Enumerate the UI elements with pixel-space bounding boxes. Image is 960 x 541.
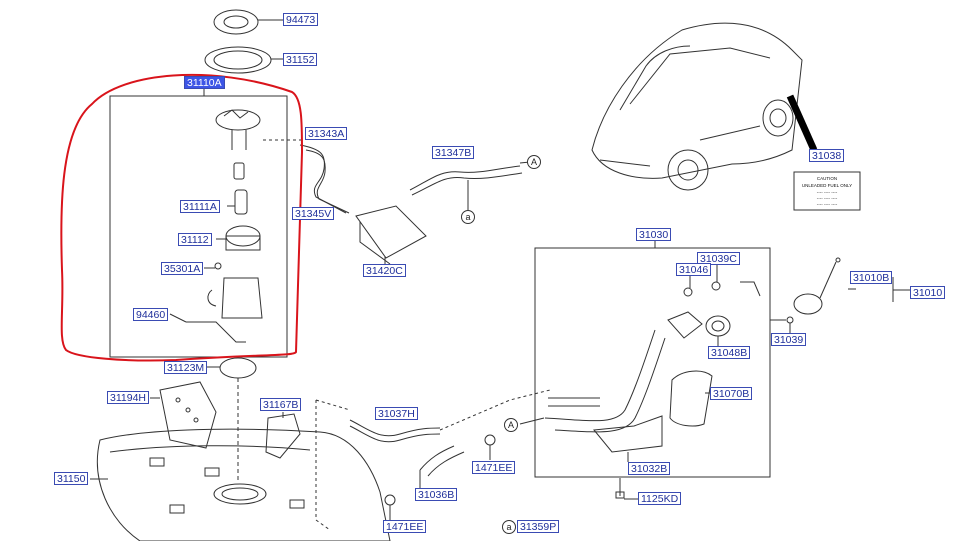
part-label-1471ee-upper[interactable]: 1471EE <box>472 461 516 474</box>
part-label-31038[interactable]: 31038 <box>809 149 845 162</box>
hose-31036b <box>419 445 455 471</box>
car-illustration <box>591 22 803 179</box>
fuel-filter <box>234 189 248 215</box>
pump-flange <box>215 109 261 131</box>
part-label-31010[interactable]: 31010 <box>910 286 946 299</box>
part-label-31046[interactable]: 31046 <box>676 263 712 276</box>
part-label-31039c[interactable]: 31039C <box>697 252 740 265</box>
part-label-35301a[interactable]: 35301A <box>161 262 204 275</box>
part-label-31111a[interactable]: 31111A <box>180 200 220 213</box>
part-label-31343a[interactable]: 31343A <box>305 127 348 140</box>
ref-marker-A-upper: A <box>527 155 541 169</box>
part-label-1471ee-lower[interactable]: 1471EE <box>383 520 427 533</box>
decal-line-1: CAUTION <box>817 176 837 181</box>
part-label-31123m[interactable]: 31123M <box>164 361 208 374</box>
part-label-31112[interactable]: 31112 <box>178 233 212 246</box>
part-label-31032b[interactable]: 31032B <box>628 462 671 475</box>
filler-neck <box>544 329 656 422</box>
decal-line-5: ---- ---- ---- <box>817 202 838 207</box>
part-label-31359p[interactable]: 31359P <box>517 520 560 533</box>
decal-line-2: UNLEADED FUEL ONLY <box>802 183 852 188</box>
ref-marker-a-legend: a <box>502 520 516 534</box>
part-label-94473[interactable]: 94473 <box>283 13 319 26</box>
part-label-1125kd[interactable]: 1125KD <box>638 492 682 505</box>
part-label-31036b[interactable]: 31036B <box>415 488 458 501</box>
part-label-31070b[interactable]: 31070B <box>710 387 753 400</box>
decal-line-3: ---- ---- ---- <box>817 190 838 195</box>
reservoir <box>221 277 263 319</box>
fuel-tank <box>96 428 391 541</box>
bracket <box>593 415 663 453</box>
decal-box <box>793 171 861 211</box>
part-label-31152[interactable]: 31152 <box>283 53 318 66</box>
part-label-31150[interactable]: 31150 <box>54 472 89 485</box>
part-label-31110a[interactable]: 31110A <box>184 76 225 89</box>
part-label-31039[interactable]: 31039 <box>771 333 807 346</box>
gasket-94473 <box>213 9 259 35</box>
o-ring <box>219 357 257 379</box>
ref-marker-A-lower: A <box>504 418 518 432</box>
part-label-94460[interactable]: 94460 <box>133 308 169 321</box>
bracket-31167b <box>265 413 301 459</box>
heat-protector <box>669 370 713 427</box>
vapor-tube <box>299 144 347 214</box>
red-markup-outline <box>60 73 304 362</box>
part-label-31347b[interactable]: 31347B <box>432 146 475 159</box>
part-label-31194h[interactable]: 31194H <box>107 391 150 404</box>
canister <box>355 205 427 259</box>
part-label-31010b[interactable]: 31010B <box>850 271 893 284</box>
hose-31037h <box>349 419 441 437</box>
part-label-31345v[interactable]: 31345V <box>292 207 335 220</box>
part-label-31420c[interactable]: 31420C <box>363 264 406 277</box>
part-label-31037h[interactable]: 31037H <box>375 407 418 420</box>
part-label-31048b[interactable]: 31048B <box>708 346 751 359</box>
fuel-cap <box>793 293 823 315</box>
lock-ring-31152 <box>204 46 272 74</box>
line-31347b <box>409 165 521 191</box>
part-label-31167b[interactable]: 31167B <box>260 398 302 411</box>
part-label-31030[interactable]: 31030 <box>636 228 672 241</box>
heat-shield <box>159 381 217 449</box>
decal-line-4: ---- ---- ---- <box>817 196 838 201</box>
ref-marker-a-upper: a <box>461 210 475 224</box>
